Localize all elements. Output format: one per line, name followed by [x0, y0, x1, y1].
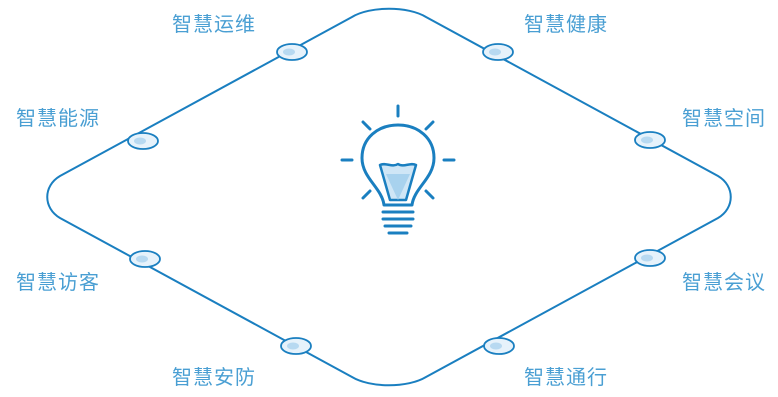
lightbulb-icon [340, 104, 456, 235]
label-smart-space: 智慧空间 [682, 106, 766, 130]
label-smart-traffic: 智慧通行 [524, 365, 608, 389]
label-smart-visitor: 智慧访客 [16, 270, 100, 294]
label-smart-ops: 智慧运维 [172, 12, 256, 36]
label-smart-energy: 智慧能源 [16, 106, 100, 130]
node-health [482, 43, 514, 61]
diamond-outline [46, 7, 732, 387]
node-meeting [634, 249, 666, 267]
node-energy [127, 132, 159, 150]
node-ops [276, 43, 308, 61]
label-smart-meeting: 智慧会议 [682, 270, 766, 294]
node-traffic [483, 337, 515, 355]
node-space [634, 131, 666, 149]
label-smart-security: 智慧安防 [172, 365, 256, 389]
node-security [280, 337, 312, 355]
label-smart-health: 智慧健康 [524, 12, 608, 36]
node-visitor [129, 250, 161, 268]
